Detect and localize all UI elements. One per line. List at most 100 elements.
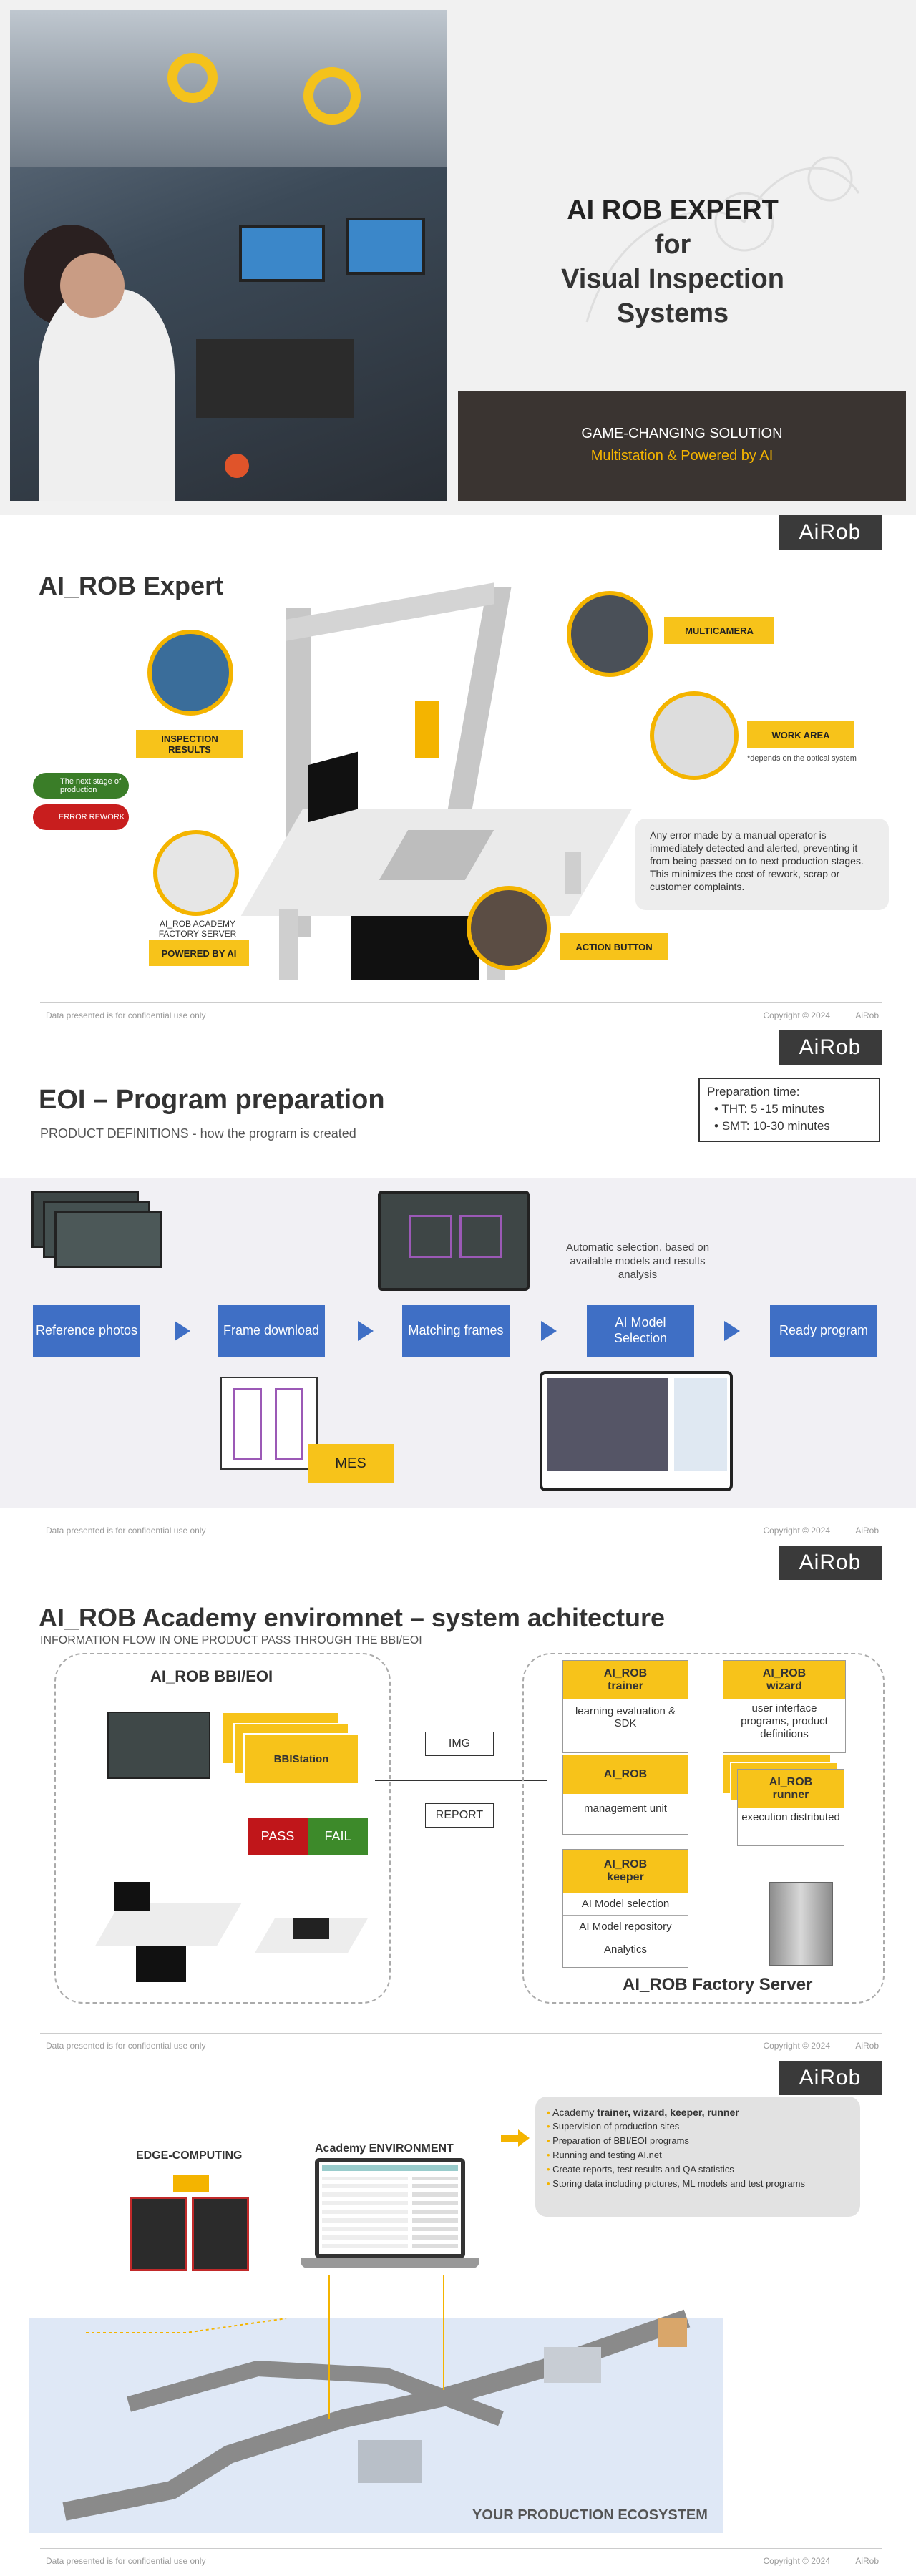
work-area-photo [650,691,739,780]
prep-time-smt: • SMT: 10-30 minutes [714,1119,830,1133]
slide-title: AI ROB EXPERT for Visual Inspection Syst… [0,0,916,515]
inspection-screen-photo [147,630,233,716]
slide-ecosystem: AiRob EDGE-COMPUTING Academy ENVIRONMENT… [0,2061,916,2576]
runner-body: execution distributed [741,1811,840,1823]
info-callout: Any error made by a manual operator is i… [635,819,889,910]
bbi-eoi-title: AI_ROB BBI/EOI [150,1667,273,1685]
info-text: Any error made by a manual operator is i… [650,829,864,892]
title-block: AI ROB EXPERT for Visual Inspection Syst… [522,193,823,331]
server-label: AI_ROB ACADEMY FACTORY SERVER [158,919,237,939]
bullet-item: • Running and testing AI.net [547,2150,662,2160]
band-line-2: Multistation & Powered by AI [590,448,774,464]
slide-title: AI_ROB Expert [39,571,224,600]
runner-card: AI_ROB runner execution distributed [737,1769,844,1846]
step-arrow-2 [358,1321,374,1341]
keeper-item-1: AI Model repository [563,1916,688,1938]
server-rack-illustration [769,1882,833,1966]
slide-architecture: AiRob AI_ROB Academy enviromnet – system… [0,1546,916,2061]
footer-confidential: Data presented is for confidential use o… [46,2041,206,2051]
bullet-item: • Storing data including pictures, ML mo… [547,2178,806,2189]
multicamera-label: MULTICAMERA [664,617,774,644]
wizard-body: user interface programs, product definit… [741,1702,828,1740]
airob-logo: AiRob [779,1030,882,1065]
step-frame-download: Frame download [218,1305,325,1357]
auto-selection-text: Automatic selection, based on available … [565,1241,710,1281]
bullet-item: • Supervision of production sites [547,2121,680,2132]
airob-logo: AiRob [779,1546,882,1580]
bbi-cart-illustration [254,1896,369,1989]
report-box: REPORT [425,1803,494,1828]
footer-copyright: Copyright © 2024 [763,1010,830,1020]
title-line-2: for [654,230,691,260]
robot-arm-sketch [558,107,873,343]
factory-photo [10,10,447,501]
runner-header: AI_ROB runner [738,1770,844,1808]
footer-confidential: Data presented is for confidential use o… [46,1010,206,1020]
step-arrow-3 [541,1321,557,1341]
academy-laptop [301,2158,479,2280]
step-ready-program: Ready program [770,1305,877,1357]
flow-line [375,1780,547,1781]
title-band: GAME-CHANGING SOLUTION Multistation & Po… [458,391,906,501]
optical-note: *depends on the optical system [747,754,857,763]
workstation-illustration [240,580,633,980]
production-line-illustration [43,2275,759,2533]
footer-copyright: Copyright © 2024 [763,2556,830,2566]
trainer-body: learning evaluation & SDK [575,1705,676,1729]
pass-box: PASS [248,1818,308,1855]
ecosystem-label: YOUR PRODUCTION ECOSYSTEM [472,2507,708,2523]
step-matching-frames: Matching frames [402,1305,510,1357]
slide-subtitle: PRODUCT DEFINITIONS - how the program is… [40,1126,356,1141]
slide-title: AI_ROB Academy enviromnet – system achit… [39,1603,666,1632]
keeper-item-0: AI Model selection [563,1893,688,1916]
slide-title: EOI – Program preparation [39,1085,385,1115]
error-rework-badge: ERROR REWORK [33,804,129,830]
runner-stack: AI_ROB runner execution distributed [723,1755,849,1848]
multicamera-photo [567,591,653,677]
bullet-head: • Academy trainer, wizard, keeper, runne… [547,2107,739,2118]
footer-divider [40,1002,882,1003]
footer-logo: AiRob [855,2041,879,2051]
band-line-1: GAME-CHANGING SOLUTION [581,426,783,441]
reference-photos-stack [31,1191,162,1269]
factory-server-title: AI_ROB Factory Server [623,1975,813,1994]
footer-copyright: Copyright © 2024 [763,1526,830,1536]
next-stage-badge: The next stage of production [33,773,129,799]
powered-by-ai-label: POWERED BY AI [149,940,249,966]
mes-diagram [220,1377,318,1470]
prep-time-title: Preparation time: [707,1085,800,1098]
action-button-label: ACTION BUTTON [560,933,668,960]
bullet-item: • Create reports, test results and QA st… [547,2164,734,2175]
trainer-header: AI_ROB trainer [563,1661,688,1699]
action-button-photo [467,886,551,970]
footer-confidential: Data presented is for confidential use o… [46,1526,206,1536]
bbi-pcb-photo [107,1712,210,1779]
step-arrow-1 [175,1321,190,1341]
trainer-card: AI_ROB trainer learning evaluation & SDK [562,1660,688,1753]
img-box: IMG [425,1732,494,1756]
next-stage-text: The next stage of production [60,777,121,794]
factory-server-photo [153,830,239,916]
bbi-station-stack: BBIStation [223,1713,359,1792]
mes-label: MES [308,1444,394,1483]
step-ai-model-selection: AI Model Selection [587,1305,694,1357]
prep-time-tht: • THT: 5 -15 minutes [714,1102,824,1116]
footer-logo: AiRob [855,1526,879,1536]
edge-computing-title: EDGE-COMPUTING [136,2150,243,2162]
management-header: AI_ROB [563,1755,688,1794]
error-rework-text: ERROR REWORK [58,813,125,821]
slide-expert: AiRob AI_ROB Expert INSPECTION RESULTS M… [0,515,916,1030]
footer-confidential: Data presented is for confidential use o… [46,2556,206,2566]
title-line-4: Systems [616,298,729,328]
wizard-card: AI_ROB wizard user interface programs, p… [723,1660,846,1753]
fail-box: FAIL [308,1818,368,1855]
edge-computing-servers [130,2175,252,2275]
step-reference-photos: Reference photos [33,1305,140,1357]
slide-program-prep: AiRob EOI – Program preparation PRODUCT … [0,1030,916,1546]
bbi-workstation-illustration [93,1846,242,1989]
ready-program-tablet [540,1371,733,1491]
academy-bullets: • Academy trainer, wizard, keeper, runne… [535,2097,860,2217]
inspection-results-label: INSPECTION RESULTS [136,730,243,758]
factory-server-panel [522,1653,885,2004]
airob-logo: AiRob [779,515,882,550]
